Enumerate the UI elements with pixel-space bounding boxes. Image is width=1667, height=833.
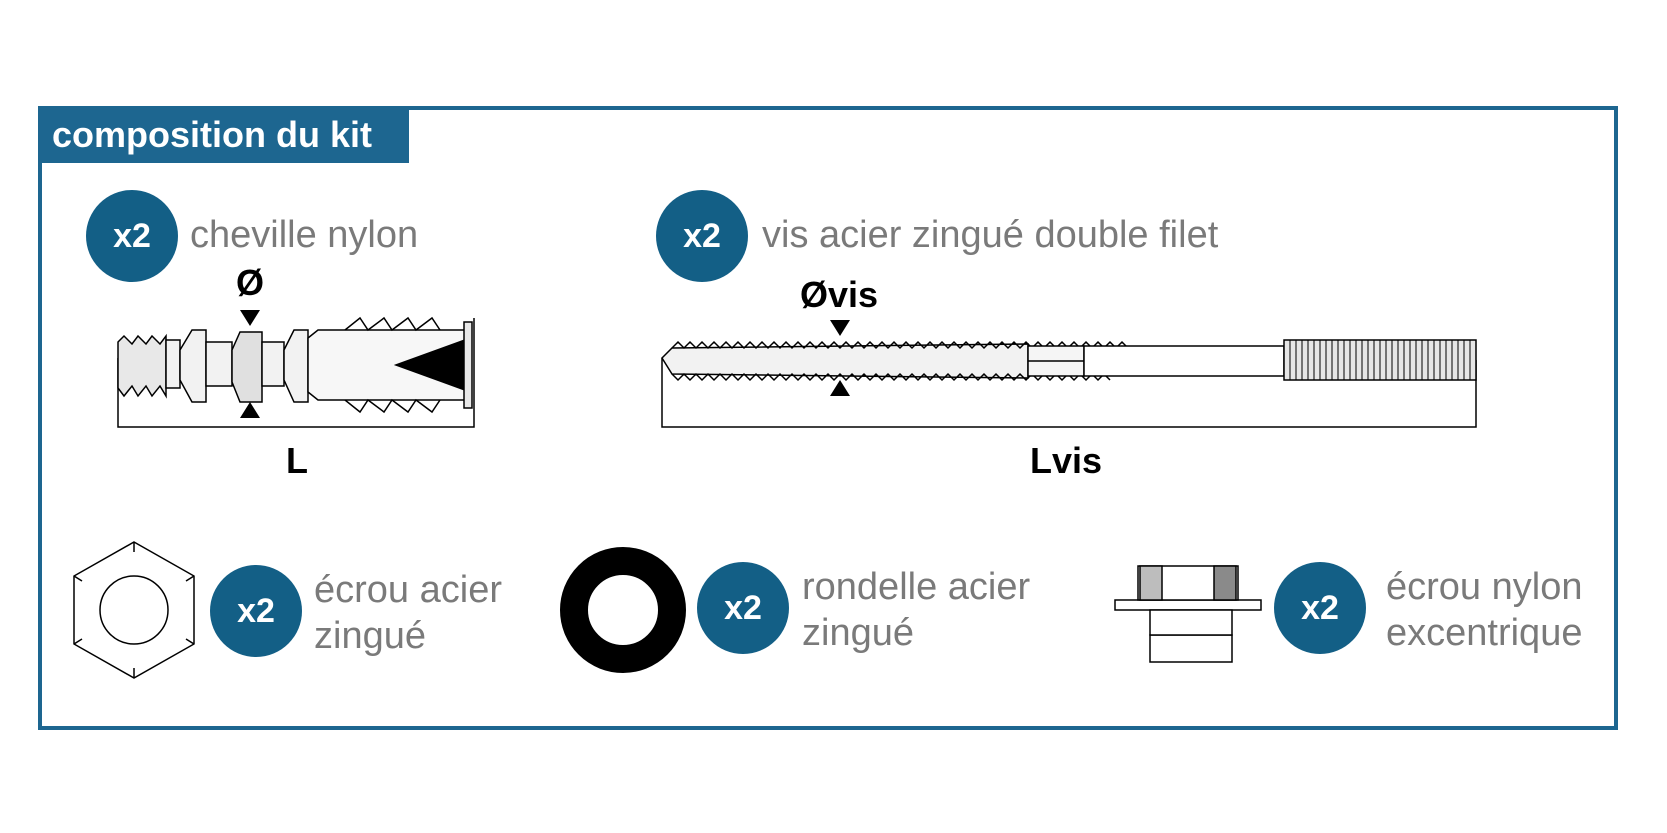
screw-diameter-label: Øvis [800,274,879,315]
washer-icon [560,547,686,673]
eccentric-nut-label-line2: excentrique [1386,612,1583,654]
eccentric-nylon-nut-icon [1114,565,1262,663]
washer-label-line2: zingué [802,612,914,654]
hex-nut-label-line1: écrou acier [314,569,502,611]
eccentric-nut-label-line1: écrou nylon [1386,566,1583,608]
plug-label: cheville nylon [190,214,419,256]
hex-nut-label-line2: zingué [314,615,426,657]
quantity-badge-eccentric-nut: x2 [1274,562,1366,654]
quantity-badge-screw: x2 [656,190,748,282]
page-title: composition du kit [38,106,409,163]
screw-length-label: Lvis [1030,440,1103,481]
washer-label-line1: rondelle acier [802,566,1031,608]
nylon-plug-icon [117,310,475,428]
plug-diameter-label: Ø [236,262,265,303]
kit-frame [38,106,1618,730]
hex-nut-icon [73,541,195,679]
double-thread-screw-icon [661,320,1477,428]
screw-label: vis acier zingué double filet [762,214,1219,256]
quantity-badge-plug: x2 [86,190,178,282]
quantity-badge-washer: x2 [697,562,789,654]
plug-length-label: L [286,440,308,481]
quantity-badge-hex-nut: x2 [210,565,302,657]
